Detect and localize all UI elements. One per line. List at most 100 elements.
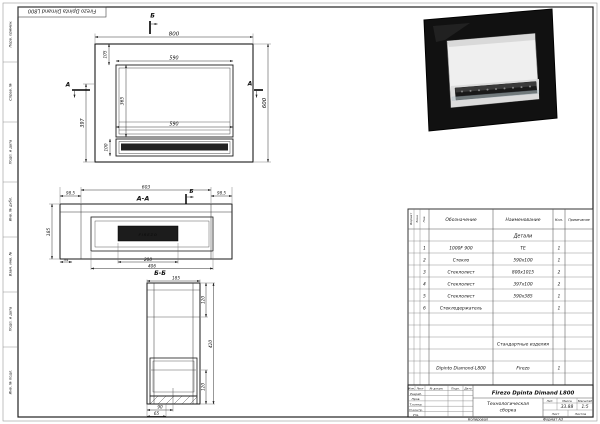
section-bb-outline xyxy=(146,282,201,405)
copied-label: Копировал xyxy=(468,418,489,422)
spec-row6-name: Firezo xyxy=(516,366,530,372)
scale-value: 1:5 xyxy=(581,404,588,410)
section-aa-outline: FIREZO xyxy=(59,203,233,260)
spec-col-pos: Поз. xyxy=(422,216,426,223)
spec-row3-designation: Стеклолист xyxy=(447,282,475,288)
title-block-lines xyxy=(407,384,594,418)
titleblock-roles: Разраб. Пров. Т.контр. Н.контр. Утв. xyxy=(409,392,422,417)
section-aa-view: А-А FIREZO 98.5 603 98.5 185 xyxy=(46,185,233,270)
dim-34: 34 xyxy=(64,257,69,262)
dim-98-5-right: 98.5 xyxy=(217,191,226,196)
lit-label: Лит. xyxy=(546,399,554,403)
mass-label: Масса xyxy=(562,399,572,403)
margin-label-inv-dubl: Инв. № дубл. xyxy=(9,197,13,222)
top-left-stamp: Firezo Dpinta Dimand L800 xyxy=(17,6,107,18)
spec-row2-designation: Стеклолист xyxy=(447,270,475,276)
section-aa-dimensions: 98.5 603 98.5 185 34 200 406 xyxy=(46,185,233,270)
dim-90: 90 xyxy=(157,405,163,410)
margin-divider-lines xyxy=(3,61,18,348)
spec-col-note: Примечание xyxy=(568,218,590,222)
section-aa-title: А-А xyxy=(136,195,150,203)
role-razrab: Разраб. xyxy=(410,392,422,396)
spec-col-zone: Зона xyxy=(415,215,419,223)
role-utv: Утв. xyxy=(413,413,419,417)
section-bb-hatching xyxy=(149,395,198,405)
spec-row6-designation: Dipinto Diamond-L800 xyxy=(436,366,486,372)
dim-100: 100 xyxy=(104,143,109,151)
spec-col-format: Формат xyxy=(409,213,413,225)
bottom-margin: Копировал Формат А3 xyxy=(468,418,563,422)
dim-800: 800 xyxy=(169,32,180,38)
section-mark-a-right: А xyxy=(247,81,253,88)
spec-row1-pos: 2 xyxy=(423,258,426,263)
spec-row6-qty: 1 xyxy=(558,366,561,371)
dim-420: 420 xyxy=(208,340,213,348)
hdr-list: Лист xyxy=(415,386,423,390)
front-view-section-marks: А А Б xyxy=(65,13,263,98)
dim-397: 397 xyxy=(80,118,86,127)
spec-row0-pos: 1 xyxy=(423,246,426,251)
spec-row1-qty: 1 xyxy=(558,258,561,263)
dim-120-lower: 120 xyxy=(200,383,205,391)
dim-105: 105 xyxy=(103,50,108,58)
sheet-label: Лист xyxy=(551,412,560,416)
margin-label-perv-primen: Перв. примен. xyxy=(9,21,13,48)
dim-65: 65 xyxy=(154,411,160,416)
front-view-dimensions: 800 600 397 105 365 590 590 100 xyxy=(80,32,271,163)
spec-row4-designation: Стеклолист xyxy=(447,294,475,300)
dim-406: 406 xyxy=(148,263,156,268)
spec-col-qty: Кол. xyxy=(555,218,563,222)
spec-header: Формат Зона Поз. Обозначение Наименовани… xyxy=(409,213,590,225)
titleblock-header-row: Изм. Лист № докум. Подп. Дата xyxy=(408,386,472,390)
hdr-data: Дата xyxy=(463,386,472,390)
dim-98-5-left: 98.5 xyxy=(66,191,75,196)
spec-col-name: Наименование xyxy=(506,217,541,223)
burner-holes xyxy=(461,85,531,93)
section-bb-view: Б-Б 185 xyxy=(146,270,215,418)
titleblock-designation: Firezo Dpinta Dimand L800 xyxy=(492,391,575,397)
dim-603: 603 xyxy=(142,185,151,191)
hdr-podp: Подп. xyxy=(451,386,460,390)
hdr-izm: Изм. xyxy=(408,386,415,390)
dim-590-bottom: 590 xyxy=(169,122,178,128)
spec-row2-pos: 3 xyxy=(423,270,426,275)
role-tkontr: Т.контр. xyxy=(409,403,422,407)
section-bb-dimensions: 185 120 420 120 90 65 xyxy=(146,276,215,418)
spec-row5-pos: 6 xyxy=(423,306,426,311)
dim-185-width: 185 xyxy=(172,276,180,281)
spec-rows: Детали 1 1000F 900 ТЕ 1 2 Стекло 590х100… xyxy=(423,234,561,372)
spec-row0-designation: 1000F 900 xyxy=(449,246,473,252)
section-bb-title: Б-Б xyxy=(154,270,166,277)
role-nkontr: Н.контр. xyxy=(409,408,422,412)
section-mark-b-top: Б xyxy=(150,13,155,20)
dim-590-top: 590 xyxy=(169,56,178,62)
section-aa-b-mark: Б xyxy=(185,189,194,204)
dim-185-depth: 185 xyxy=(46,228,52,237)
spec-row2-name: 800х1015 xyxy=(512,270,534,276)
spec-row2-qty: 2 xyxy=(558,270,561,275)
spec-col-designation: Обозначение xyxy=(445,217,476,223)
title-block: Firezo Dpinta Dimand L800 Технологическа… xyxy=(407,384,594,418)
dim-365: 365 xyxy=(120,97,126,106)
dim-200: 200 xyxy=(144,257,152,262)
spec-row1-name: 590х100 xyxy=(513,258,533,264)
spec-row5-designation: Стеклодержатель xyxy=(440,306,483,312)
front-view-outline xyxy=(94,43,254,163)
left-margin-fields: Перв. примен. Справ. № Подп. и дата Инв.… xyxy=(3,21,18,395)
margin-label-podp-data-1: Подп. и дата xyxy=(9,140,13,164)
dim-120-upper: 120 xyxy=(200,296,205,304)
titleblock-docname-line1: Технологическая xyxy=(487,401,529,407)
section-mark-a-left: А xyxy=(65,82,71,89)
spec-row0-qty: 1 xyxy=(558,246,561,251)
spec-section-standard: Стандартные изделия xyxy=(497,342,549,348)
dim-600: 600 xyxy=(262,97,268,108)
front-view: 800 600 397 105 365 590 590 100 А xyxy=(65,13,271,163)
spec-row4-qty: 1 xyxy=(558,294,561,299)
spec-row3-pos: 4 xyxy=(423,282,426,287)
margin-label-inv-podl: Инв. № подл. xyxy=(9,370,13,395)
mass-value: 33.88 xyxy=(561,404,574,410)
margin-label-podp-data-2: Подп. и дата xyxy=(9,307,13,331)
margin-label-sprav-no: Справ. № xyxy=(9,83,13,101)
